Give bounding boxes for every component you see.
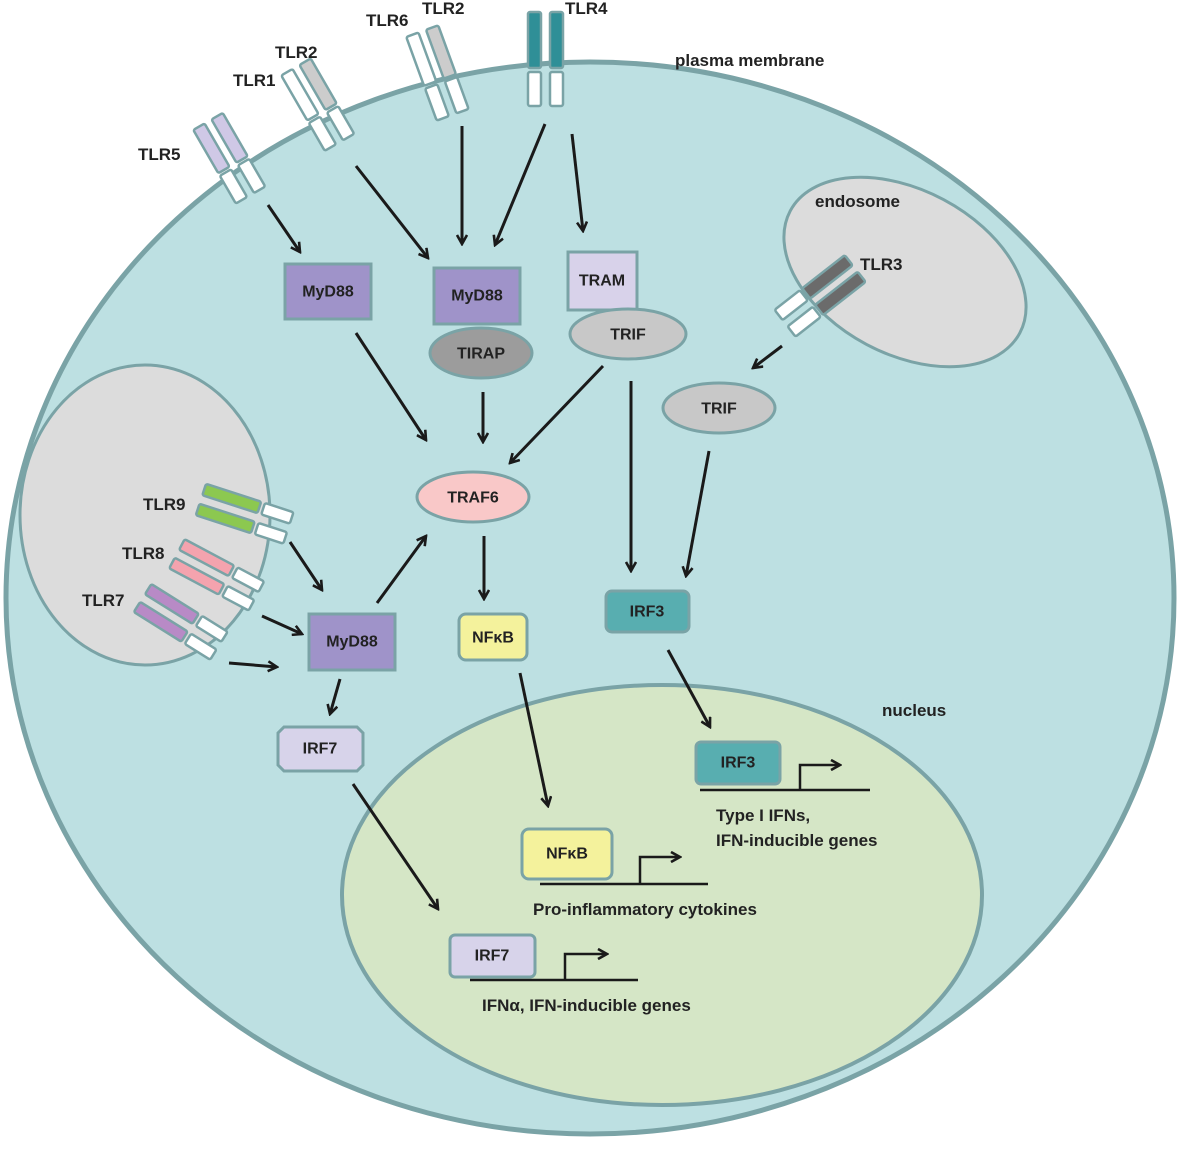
- tlr6-label: TLR6: [366, 11, 409, 30]
- svg-text:TRIF: TRIF: [610, 327, 646, 344]
- svg-text:IRF3: IRF3: [721, 755, 756, 772]
- svg-text:TRAM: TRAM: [579, 273, 625, 290]
- nfkb-output: Pro-inflammatory cytokines: [533, 900, 757, 919]
- irf7-node: IRF7: [276, 725, 365, 773]
- nucleus-label: nucleus: [882, 701, 946, 720]
- tlr9-label: TLR9: [143, 495, 186, 514]
- tlr8-receptor: [168, 538, 265, 612]
- svg-text:IRF7: IRF7: [303, 741, 338, 758]
- irf3-output-line1: Type I IFNs,: [716, 806, 810, 825]
- endosome-label: endosome: [815, 192, 900, 211]
- svg-text:TRAF6: TRAF6: [447, 490, 499, 507]
- svg-text:NFκB: NFκB: [472, 630, 514, 647]
- tlr9-receptor: [195, 483, 295, 545]
- irf3-output-line2: IFN-inducible genes: [716, 831, 878, 850]
- traf6-node: TRAF6: [415, 470, 531, 524]
- irf7-output: IFNα, IFN-inducible genes: [482, 996, 691, 1015]
- trif-tlr4-node: TRIF: [568, 307, 688, 361]
- tlr4-receptor: [526, 10, 565, 108]
- tlr5-label: TLR5: [138, 145, 181, 164]
- tlr2-label-a: TLR2: [275, 43, 318, 62]
- endosome-upper: [782, 175, 1028, 369]
- tlr6-tlr2-receptor: [405, 24, 470, 122]
- tlr7-label: TLR7: [82, 591, 125, 610]
- tlr7-receptor: [133, 583, 229, 661]
- nucleus: [340, 683, 984, 1107]
- svg-text:TRIF: TRIF: [701, 401, 737, 418]
- svg-text:MyD88: MyD88: [451, 288, 503, 305]
- tlr3-label: TLR3: [860, 255, 903, 274]
- irf3-node: IRF3: [604, 589, 691, 634]
- tlr3-receptor: [774, 254, 867, 338]
- myd88-tlr2-node: MyD88: [432, 266, 522, 326]
- irf7-gene-promoter: [470, 954, 638, 982]
- svg-text:TIRAP: TIRAP: [457, 346, 505, 363]
- myd88-tlr5-node: MyD88: [283, 262, 373, 321]
- tlr4-label: TLR4: [565, 0, 608, 18]
- tirap-node: TIRAP: [428, 326, 534, 380]
- svg-text:IRF7: IRF7: [475, 948, 510, 965]
- tlr1-tlr2-receptor: [280, 57, 355, 152]
- svg-text:NFκB: NFκB: [546, 846, 588, 863]
- nfkb-nuclear-node: NFκB: [520, 827, 614, 881]
- tram-node: TRAM: [566, 250, 639, 312]
- nfkb-node: NFκB: [457, 612, 529, 662]
- tlr5-receptor: [192, 112, 266, 205]
- svg-text:MyD88: MyD88: [326, 634, 378, 651]
- myd88-endosomal-node: MyD88: [307, 612, 397, 672]
- svg-text:MyD88: MyD88: [302, 284, 354, 301]
- tlr8-label: TLR8: [122, 544, 165, 563]
- svg-text:IRF3: IRF3: [630, 604, 665, 621]
- irf3-nuclear-node: IRF3: [694, 740, 782, 786]
- tlr2-label-b: TLR2: [422, 0, 465, 18]
- tlr1-label: TLR1: [233, 71, 276, 90]
- plasma-membrane-label: plasma membrane: [675, 51, 824, 70]
- irf7-nuclear-node: IRF7: [448, 933, 537, 979]
- nfkb-gene-promoter: [540, 857, 708, 886]
- signaling-arrows: [228, 123, 783, 909]
- irf3-gene-promoter: [700, 765, 870, 792]
- trif-tlr3-node: TRIF: [661, 381, 777, 435]
